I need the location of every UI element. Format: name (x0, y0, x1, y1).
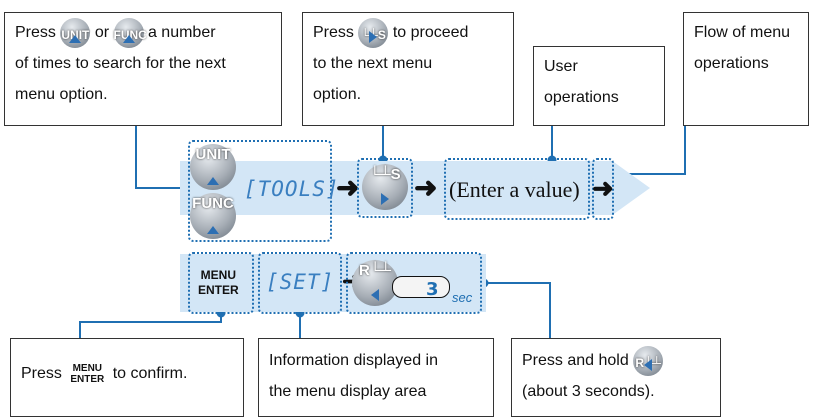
callout-user-ops: User operations (533, 46, 665, 126)
hold-unit: sec (452, 290, 473, 305)
connector-search (135, 125, 190, 189)
menu-flow-band (180, 161, 650, 215)
callout-proceed-line3: option. (313, 86, 362, 103)
callout-proceed-line2: to the next menu (313, 55, 433, 72)
r-button-icon: R└┴ (633, 345, 664, 376)
tools-display: [TOOLS] (244, 177, 340, 201)
callout-search: Press UNIT or FUNC a number of times to … (4, 12, 282, 126)
enter-value-group (444, 158, 590, 220)
callout-proceed-rest: to proceed (392, 24, 469, 41)
s-button-group (357, 158, 413, 218)
connector-confirm (79, 313, 222, 338)
unit-func-group (188, 140, 332, 242)
callout-hold-line2: (about 3 seconds). (522, 383, 655, 400)
callout-search-press: Press (15, 24, 56, 41)
callout-info: Information displayed in the menu displa… (258, 338, 494, 417)
callout-search-or: or (94, 24, 110, 41)
hold-seconds: 3 (426, 279, 439, 300)
menu-enter-icon: MENU ENTER (198, 268, 239, 297)
callout-info-line1: Information displayed in (269, 352, 438, 369)
arrow-right-icon: ➜ (336, 172, 360, 203)
set-group (258, 252, 342, 314)
callout-flow-line2: operations (694, 55, 769, 72)
callout-proceed: Press └┴S to proceed to the next menu op… (302, 12, 514, 126)
menu-enter-group (188, 252, 254, 314)
flow-arrow-group (592, 158, 614, 220)
callout-hold: Press and hold R└┴ (about 3 seconds). (511, 338, 721, 417)
callout-hold-line1: Press and hold (522, 352, 629, 369)
s-button-large-wrap: └┴S (362, 164, 408, 210)
arrow-right-icon: ➜ (414, 172, 438, 203)
func-button-large-icon: FUNC (190, 193, 236, 239)
callout-search-rest: a number (147, 24, 216, 41)
callout-proceed-press: Press (313, 24, 354, 41)
s-button-large-icon: └┴S (362, 164, 408, 210)
func-button-icon: FUNC (113, 17, 147, 48)
finger-press-icon (392, 276, 450, 298)
callout-user-ops-line1: User (544, 58, 578, 75)
unit-button-large-icon: UNIT (190, 144, 236, 190)
hold-group (346, 252, 482, 314)
callout-flow-line1: Flow of menu (694, 24, 791, 41)
enter-value-text: (Enter a value) (449, 177, 580, 202)
callout-confirm-rest: to confirm. (112, 365, 188, 382)
callout-info-line2: the menu display area (269, 383, 427, 400)
unit-button-icon: UNIT (60, 17, 91, 48)
callout-flow: Flow of menu operations (683, 12, 809, 126)
unit-button-large-wrap: UNIT (190, 144, 236, 190)
callout-user-ops-line2: operations (544, 89, 619, 106)
set-display: [SET] (266, 270, 335, 294)
r-button-large-wrap: R└┴ (352, 260, 398, 306)
func-button-large-wrap: FUNC (190, 193, 236, 239)
connector-flow (618, 125, 686, 175)
callout-search-line2: of times to search for the next (15, 55, 226, 72)
callout-search-line3: menu option. (15, 86, 108, 103)
s-button-icon: └┴S (358, 17, 389, 48)
r-button-large-icon: R└┴ (352, 260, 398, 306)
callout-confirm-press: Press (21, 365, 62, 382)
arrow-right-icon: ➜ (592, 173, 614, 203)
connector-hold (484, 282, 551, 338)
